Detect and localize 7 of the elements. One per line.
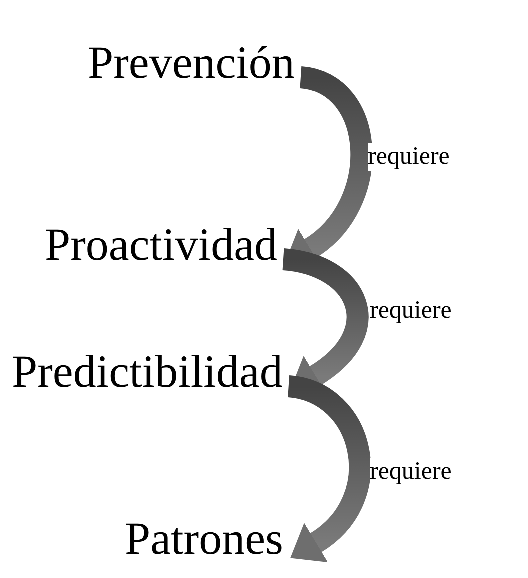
edge-label: requiere <box>370 458 452 486</box>
concept-text: Patrones <box>125 514 284 565</box>
concept-text: Proactividad <box>45 220 278 271</box>
concept-text: Predictibilidad <box>12 347 283 398</box>
curved-arrow <box>286 376 372 562</box>
edge-label: requiere <box>368 143 450 170</box>
concept-text: Prevención <box>88 38 295 89</box>
